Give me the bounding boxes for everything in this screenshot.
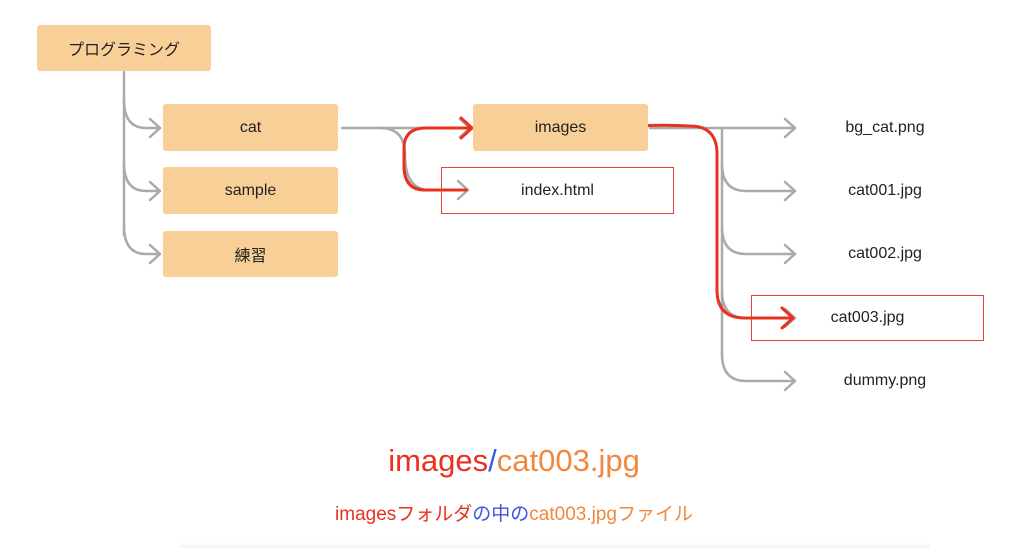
- arrowhead-sample: [148, 180, 162, 202]
- folder-label: cat: [239, 118, 262, 136]
- arrowhead-renshu: [148, 243, 162, 265]
- folder-sample: sample: [163, 167, 338, 214]
- folder-label: sample: [224, 181, 277, 199]
- file-index-html: index.html: [441, 167, 674, 214]
- connector-to-renshu: [122, 224, 162, 256]
- highlight-path-images-to-cat003: [624, 123, 794, 320]
- file-label: cat001.jpg: [848, 182, 922, 199]
- arrowhead-dummy: [783, 370, 797, 392]
- desc-suffix: ファイル: [616, 504, 693, 525]
- file-cat001-jpg: cat001.jpg: [800, 177, 970, 205]
- connector-to-cat: [122, 98, 162, 130]
- file-label: bg_cat.png: [845, 119, 925, 136]
- folder-cat: cat: [163, 104, 338, 151]
- file-label: dummy.png: [843, 372, 927, 389]
- connector-to-dummy: [720, 352, 797, 383]
- description-caption: imagesフォルダの中のcat003.jpgファイル: [0, 499, 1028, 526]
- desc-folder: imagesフォルダ: [335, 504, 473, 525]
- connector-to-sample: [122, 161, 162, 193]
- file-label: index.html: [521, 181, 594, 199]
- highlight-path-index-to-images: [402, 126, 474, 192]
- file-label: cat002.jpg: [848, 245, 922, 262]
- arrowhead-cat002: [783, 243, 797, 265]
- highlight-arrowhead-images: [459, 116, 474, 140]
- path-folder: images: [388, 443, 489, 478]
- file-label: cat003.jpg: [830, 309, 905, 326]
- bottom-divider: [180, 542, 930, 548]
- folder-programming: プログラミング: [37, 25, 211, 71]
- connector-to-cat002: [720, 225, 797, 256]
- file-bg-cat-png: bg_cat.png: [800, 114, 970, 142]
- path-filename: cat003.jpg: [496, 443, 640, 478]
- arrowhead-index: [456, 179, 470, 201]
- path-separator: /: [488, 443, 497, 478]
- connector-to-cat001: [720, 162, 797, 193]
- file-dummy-png: dummy.png: [800, 367, 970, 395]
- file-cat002-jpg: cat002.jpg: [800, 240, 970, 268]
- desc-connector: の中の: [472, 504, 530, 525]
- arrowhead-bg-cat: [783, 117, 797, 139]
- folder-label: images: [534, 118, 587, 136]
- arrowhead-cat001: [783, 180, 797, 202]
- file-cat003-jpg: cat003.jpg: [751, 295, 984, 341]
- highlight-arrowhead-cat003: [780, 306, 795, 330]
- desc-filename: cat003.jpg: [529, 504, 617, 525]
- path-caption: images/cat003.jpg: [0, 443, 1028, 479]
- folder-images: images: [473, 104, 648, 151]
- folder-renshu: 練習: [163, 231, 338, 277]
- arrowhead-cat: [148, 117, 162, 139]
- folder-label: 練習: [234, 248, 267, 265]
- folder-label: プログラミング: [67, 42, 180, 59]
